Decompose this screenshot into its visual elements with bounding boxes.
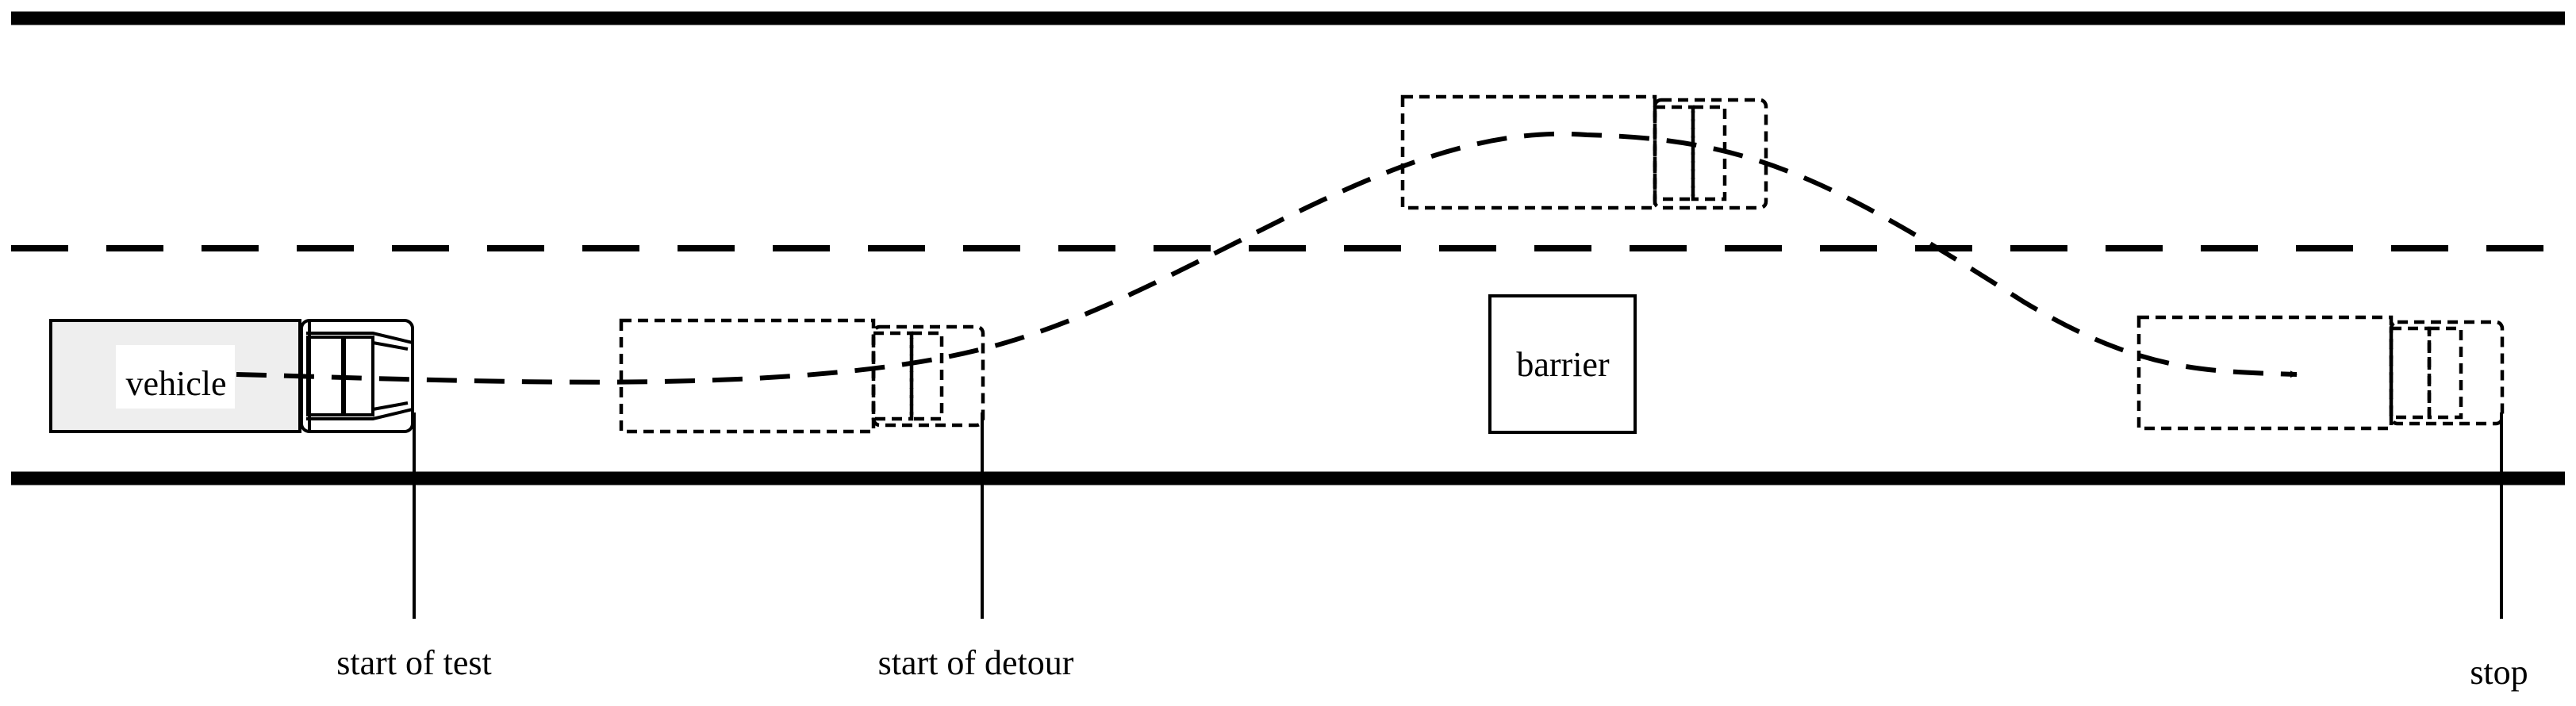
barrier: barrier <box>1488 294 1637 434</box>
ghost-vehicle-stop <box>2136 315 2505 431</box>
barrier-label: barrier <box>1516 345 1610 384</box>
start-of-test-label: start of test <box>336 643 492 682</box>
ghost-vehicle-detour-start <box>619 318 985 434</box>
vehicle-trajectory <box>236 131 2298 385</box>
ghost-vehicle-passing <box>1400 94 1768 210</box>
vehicle-label: vehicle <box>125 364 226 403</box>
stop-label: stop <box>2470 653 2528 692</box>
start-of-detour-label: start of detour <box>878 643 1074 682</box>
vehicle-label-background <box>116 345 235 409</box>
